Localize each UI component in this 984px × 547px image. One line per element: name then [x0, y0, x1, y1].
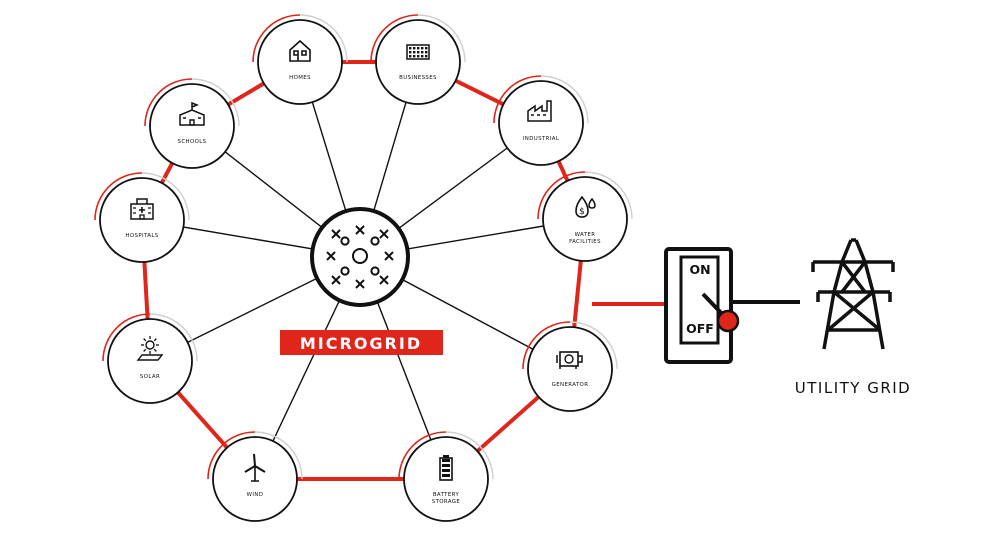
node-circle [149, 83, 235, 169]
school-icon [179, 101, 205, 126]
switch-off-label: OFF [686, 321, 714, 336]
microgrid-label-bg [280, 330, 443, 355]
microgrid-hub [310, 207, 410, 307]
node-arc-red [493, 75, 542, 124]
network-nodes-icon [326, 225, 394, 289]
node-arc-red [102, 313, 151, 362]
node-arc-red [398, 431, 447, 480]
node-schools: SCHOOLS [144, 78, 240, 169]
grid-switch[interactable]: ON OFF [664, 247, 740, 364]
node-circle [527, 326, 613, 412]
node-circle [403, 436, 489, 522]
hospital-icon [130, 198, 154, 220]
node-label: GENERATOR [552, 382, 589, 388]
node-arc-gray [569, 321, 618, 370]
switch-knob[interactable] [716, 309, 740, 333]
node-label: WIND [247, 492, 264, 498]
node-circle [498, 80, 584, 166]
microgrid-label-text: MICROGRID [300, 334, 422, 353]
node-label: BATTERY [433, 492, 460, 498]
node-label-line2: STORAGE [432, 499, 461, 505]
switch-slot [679, 255, 720, 345]
node-arc-red [252, 14, 301, 63]
node-label: SCHOOLS [178, 139, 207, 145]
switch-on-label: ON [689, 262, 710, 277]
node-arc-red [522, 321, 571, 370]
node-hospitals: HOSPITALS [94, 172, 190, 263]
svg-text:$: $ [579, 207, 585, 217]
wind-turbine-icon [244, 453, 266, 482]
node-arc-gray [191, 78, 240, 127]
node-circle [107, 318, 193, 404]
node-homes: HOMES [252, 14, 348, 105]
node-arc-red [207, 431, 256, 480]
node-label: WATER [575, 232, 596, 238]
node-arc-gray [445, 431, 494, 480]
node-arc-gray [141, 172, 190, 221]
hub-circle [310, 207, 410, 307]
node-circle [542, 176, 628, 262]
node-arc-red [370, 14, 419, 63]
node-arc-gray [149, 313, 198, 362]
node-businesses: BUSINESSES [370, 14, 466, 105]
node-label: HOSPITALS [125, 233, 158, 239]
node-label-line2: FACILITIES [569, 239, 601, 245]
generator-icon [556, 351, 583, 369]
node-circle [99, 177, 185, 263]
node-circle [375, 19, 461, 105]
node-label: HOMES [289, 75, 311, 81]
office-building-icon [406, 44, 430, 60]
node-arc-gray [299, 14, 348, 63]
node-arc-red [144, 78, 193, 127]
battery-icon [439, 455, 453, 481]
node-circle [257, 19, 343, 105]
node-label: INDUSTRIAL [523, 136, 559, 142]
microgrid-label: MICROGRID [280, 330, 443, 355]
utility-grid-label: UTILITY GRID [795, 379, 911, 397]
node-label: BUSINESSES [399, 75, 437, 81]
node-label: SOLAR [140, 374, 160, 380]
node-wind: WIND [207, 431, 303, 522]
transmission-tower-icon [811, 238, 895, 350]
solar-panel-icon [136, 336, 164, 361]
node-arc-gray [584, 171, 633, 220]
node-arc-red [94, 172, 143, 221]
node-solar: SOLAR [102, 313, 198, 404]
house-icon [289, 39, 311, 62]
node-arc-red [537, 171, 586, 220]
factory-icon [527, 100, 552, 122]
node-arc-gray [417, 14, 466, 63]
node-industrial: INDUSTRIAL [493, 75, 589, 166]
node-arc-gray [540, 75, 589, 124]
water-drop-icon: $ [575, 195, 596, 218]
node-generator: GENERATOR [522, 321, 618, 412]
node-layer: HOMES BUSINESSES INDUSTRIAL $ WATERFACILITIE… [94, 14, 633, 522]
node-arc-gray [254, 431, 303, 480]
